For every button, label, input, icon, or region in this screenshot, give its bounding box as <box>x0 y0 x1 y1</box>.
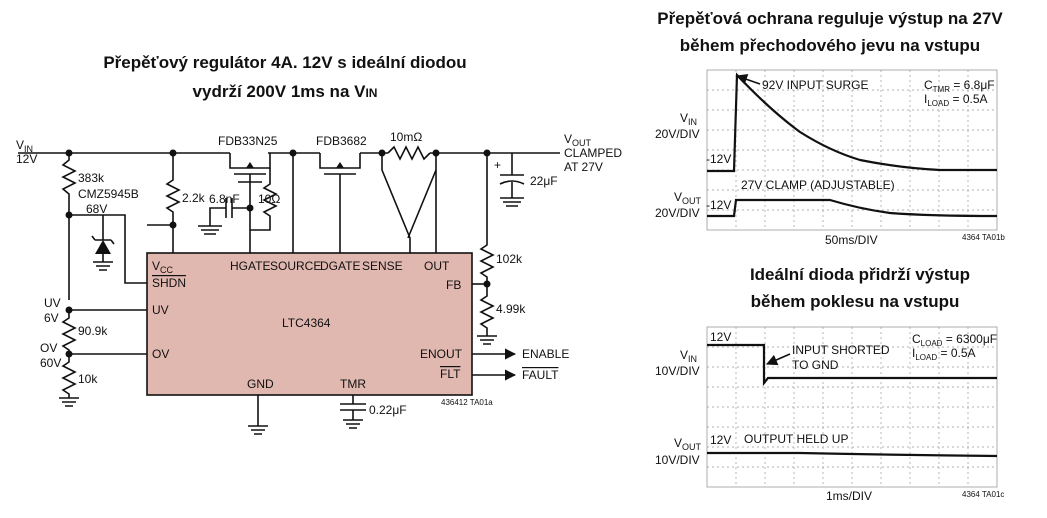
vout-at27v-label: AT 27V <box>564 160 603 174</box>
pin-tmr: TMR <box>340 377 366 391</box>
scope-top-ch1-ref: -12V <box>706 152 731 166</box>
r22k-label: 2.2k <box>182 191 206 205</box>
scope-top-ch1-scale: 20V/DIV <box>655 127 700 141</box>
r10k-label: 10k <box>78 372 98 386</box>
scope-bottom-ch2-ref: 12V <box>710 433 731 447</box>
scope-top-title-line1: Přepěťová ochrana reguluje výstup na 27V <box>657 9 1003 28</box>
sense-resistor <box>387 145 431 161</box>
scope-bottom-iload: ILOAD = 0.5A <box>912 346 976 362</box>
scope-bottom-vin-trace <box>707 343 997 387</box>
scope-bottom-short-annotation2: TO GND <box>792 358 839 372</box>
r909k-label: 90.9k <box>78 324 108 338</box>
vin-value: 12V <box>16 152 37 166</box>
scope-bottom-title-line1: Ideální dioda přidrží výstup <box>750 265 970 284</box>
scope-top-surge-annotation: 92V INPUT SURGE <box>762 78 868 92</box>
scope-bottom-title-line2: během poklesu na vstupu <box>751 292 960 311</box>
scope-bottom-held-annotation: OUTPUT HELD UP <box>744 432 848 446</box>
scope-top-clamp-annotation: 27V CLAMP (ADJUSTABLE) <box>741 178 895 192</box>
scope-bottom-vout-trace <box>707 451 998 458</box>
pin-fb: FB <box>446 278 461 292</box>
scope-top-vout-trace <box>707 198 998 218</box>
zener-part-label: CMZ5945B <box>78 187 139 201</box>
c22uf-label: 22μF <box>530 174 558 188</box>
pin-hgate: HGATE <box>230 259 270 273</box>
rsense-label: 10mΩ <box>390 130 422 144</box>
scope-bottom-ch1-scale: 10V/DIV <box>655 364 700 378</box>
pin-out: OUT <box>424 259 450 273</box>
scope-top-timebase: 50ms/DIV <box>825 233 878 247</box>
fault-label: FAULT <box>522 368 559 382</box>
pin-dgate: DGATE <box>320 259 360 273</box>
svg-text:+: + <box>494 158 501 172</box>
scope-bottom-cload: CLOAD = 6300μF <box>912 332 997 348</box>
scope-bottom-timebase: 1ms/DIV <box>826 489 872 503</box>
mosfet-q1 <box>229 153 271 184</box>
r102k-label: 102k <box>496 252 523 266</box>
scope-top-ch2-ref: -12V <box>706 198 731 212</box>
vout-clamped-label: CLAMPED <box>564 146 622 160</box>
q2-label: FDB3682 <box>316 134 367 148</box>
pin-shdn: SHDN <box>152 276 186 290</box>
pin-vcc: VCC <box>152 259 174 275</box>
scope-top-plot <box>706 69 998 231</box>
ic-name: LTC4364 <box>282 316 331 330</box>
pin-sense: SENSE <box>362 259 403 273</box>
scope-bottom-ch1-ref: 12V <box>710 330 731 344</box>
scope-bottom-short-annotation1: INPUT SHORTED <box>792 343 890 357</box>
zener-value-label: 68V <box>86 202 107 216</box>
pin-ov: OV <box>152 347 169 361</box>
ov-pin-label2: 60V <box>40 356 61 370</box>
scope-top-title-line2: během přechodového jevu na vstupu <box>680 36 980 55</box>
scope-top-vin-trace <box>707 72 997 173</box>
uv-pin-label2: 6V <box>44 311 59 325</box>
pin-source: SOURCE <box>270 259 321 273</box>
vin-label: VIN <box>16 138 33 154</box>
scope-top-ctmr: CTMR = 6.8μF <box>924 78 995 94</box>
scope-bottom-plot <box>706 326 998 488</box>
r499k-label: 4.99k <box>496 302 526 316</box>
c68nf-label: 6.8nF <box>209 192 240 206</box>
ltc4364-chip <box>146 252 473 396</box>
pin-enout: ENOUT <box>420 347 463 361</box>
schematic-fig-id: 436412 TA01a <box>441 398 493 407</box>
pin-uv: UV <box>152 303 169 317</box>
scope-bottom-ch2-label: VOUT <box>674 436 702 452</box>
enable-label: ENABLE <box>522 347 569 361</box>
scope-top-ch2-label: VOUT <box>674 190 702 206</box>
pin-gnd: GND <box>247 377 274 391</box>
scope-bottom-ch2-scale: 10V/DIV <box>655 453 700 467</box>
vout-label: VOUT <box>564 132 592 148</box>
r383k-label: 383k <box>78 171 105 185</box>
pin-flt: FLT <box>440 367 461 381</box>
schematic-title-line1: Přepěťový regulátor 4A. 12V s ideální di… <box>103 53 466 72</box>
q1-label: FDB33N25 <box>218 134 278 148</box>
scope-bottom-ch1-label: VIN <box>680 348 697 364</box>
ov-pin-label1: OV <box>40 341 57 355</box>
scope-bottom-fig-id: 4364 TA01c <box>962 490 1004 499</box>
r10ohm-label: 10Ω <box>258 192 280 206</box>
scope-top-ch1-label: VIN <box>680 111 697 127</box>
uv-pin-label1: UV <box>44 296 61 310</box>
schematic: + VIN 12V 383k CMZ5945B 68V 2.2k FDB33N2… <box>16 130 622 435</box>
mosfet-q2 <box>319 153 361 253</box>
scope-top-fig-id: 4364 TA01b <box>962 233 1005 242</box>
scope-top-ch2-scale: 20V/DIV <box>655 206 700 220</box>
schematic-title-line2: vydrží 200V 1ms na VIN <box>193 82 378 101</box>
scope-top-iload: ILOAD = 0.5A <box>924 92 988 108</box>
ctmr-label: 0.22μF <box>369 403 407 417</box>
